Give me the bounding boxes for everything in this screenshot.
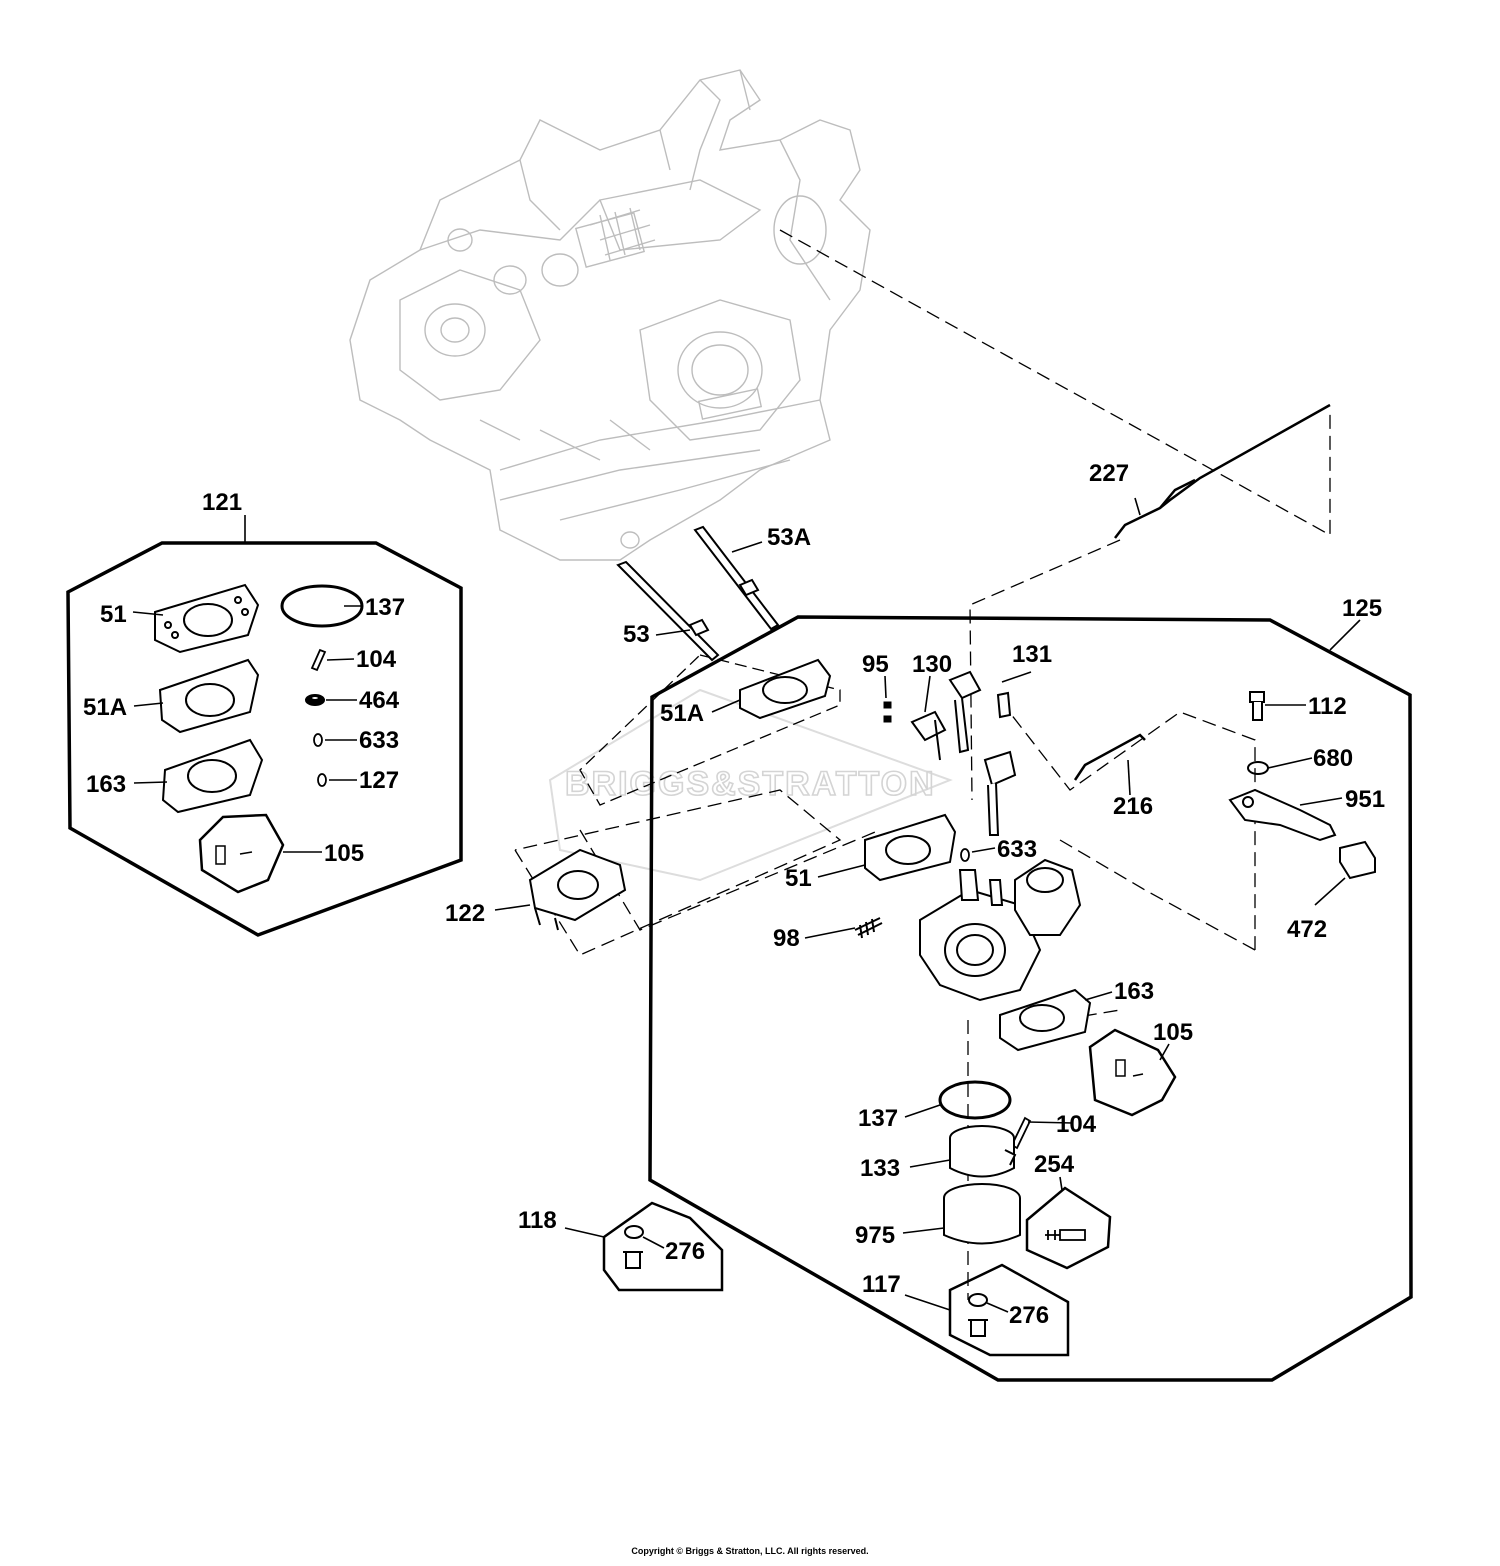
gasket-51a-main (739, 658, 832, 720)
oring-127-kit (317, 773, 327, 787)
oring-137-main (938, 1080, 1012, 1120)
callout-51-kit: 51 (100, 601, 127, 628)
callout-227: 227 (1089, 460, 1129, 487)
callout-137-main: 137 (858, 1105, 898, 1132)
callout-127: 127 (359, 767, 399, 794)
callout-276-b: 276 (1009, 1302, 1049, 1329)
stud-53a (693, 525, 780, 631)
oring-633-kit (313, 733, 323, 747)
callout-98: 98 (773, 925, 800, 952)
gasket-163-main (999, 988, 1092, 1052)
stud-53 (616, 560, 720, 662)
link-216 (1073, 733, 1146, 781)
callout-254: 254 (1034, 1151, 1075, 1178)
gasket-163-kit (161, 738, 264, 814)
bowl-133 (949, 1125, 1017, 1178)
callout-163-main: 163 (1114, 978, 1154, 1005)
oring-633-main (960, 848, 970, 862)
callout-975: 975 (855, 1222, 895, 1249)
lever-130 (910, 710, 947, 761)
callout-51-main: 51 (785, 865, 812, 892)
callout-105-main: 105 (1153, 1019, 1193, 1046)
callout-51a-kit: 51A (83, 694, 127, 721)
callout-131: 131 (1012, 641, 1052, 668)
gasket-51a-kit (158, 658, 260, 734)
callout-105-kit: 105 (324, 840, 364, 867)
washer-276-a (623, 1225, 644, 1269)
bolt-112 (1249, 691, 1265, 721)
screws-95 (883, 701, 892, 723)
callout-labels: 121 51 137 104 51A 464 633 163 127 105 2… (83, 460, 1385, 1329)
carburetor-body (919, 858, 1082, 1002)
bowl-975 (943, 1183, 1021, 1245)
callout-163-kit: 163 (86, 771, 126, 798)
pin-104-kit (310, 648, 327, 672)
kit-117-frame (948, 1263, 1070, 1357)
guide-box-51a (579, 654, 841, 806)
choke-shaft (983, 750, 1017, 836)
leader-lines (132, 497, 1361, 1313)
callout-122: 122 (445, 900, 485, 927)
gasket-51-main (864, 813, 957, 882)
callout-104-kit: 104 (356, 646, 397, 673)
callout-276-a: 276 (665, 1238, 705, 1265)
callout-633-main: 633 (997, 836, 1037, 863)
jet-105-main (1115, 1059, 1144, 1077)
shaft-131 (948, 670, 1012, 754)
pin-104-main (1010, 1116, 1032, 1150)
callout-216: 216 (1113, 793, 1153, 820)
callout-633-kit: 633 (359, 727, 399, 754)
screw-254 (1045, 1229, 1086, 1241)
kit-105b-frame (1088, 1028, 1177, 1117)
kit-254-frame (1025, 1186, 1112, 1270)
callout-133: 133 (860, 1155, 900, 1182)
callout-51a-main: 51A (660, 700, 704, 727)
callout-121: 121 (202, 489, 242, 516)
block-472 (1339, 840, 1376, 880)
callout-53a: 53A (767, 524, 811, 551)
callout-951: 951 (1345, 786, 1385, 813)
washer-680 (1247, 761, 1269, 775)
washer-464-kit (305, 694, 325, 706)
callout-472: 472 (1287, 916, 1327, 943)
callout-118: 118 (518, 1207, 557, 1234)
copyright-notice: Copyright © Briggs & Stratton, LLC. All … (631, 1546, 869, 1556)
callout-104-main: 104 (1056, 1111, 1097, 1138)
callout-680: 680 (1313, 745, 1353, 772)
engine-block-drawing (349, 69, 871, 561)
jet-105-kit (215, 845, 253, 865)
callout-137-kit: 137 (365, 594, 405, 621)
assembly-125-frame (648, 615, 1413, 1382)
washer-276-b (968, 1293, 988, 1337)
callout-95: 95 (862, 651, 889, 678)
kit-118-frame (602, 1201, 724, 1292)
lever-951 (1228, 788, 1337, 842)
callout-130: 130 (912, 651, 952, 678)
spacer-122 (528, 848, 627, 931)
callout-117: 117 (862, 1271, 901, 1298)
callout-112: 112 (1308, 693, 1347, 720)
spring-98 (854, 917, 883, 939)
callout-53: 53 (623, 621, 650, 648)
link-227 (1114, 403, 1331, 539)
callout-125: 125 (1342, 595, 1382, 622)
gasket-51-kit (154, 583, 260, 654)
callout-464: 464 (359, 687, 400, 714)
kit-105a-frame (198, 813, 285, 894)
kit-121-frame (66, 541, 463, 937)
